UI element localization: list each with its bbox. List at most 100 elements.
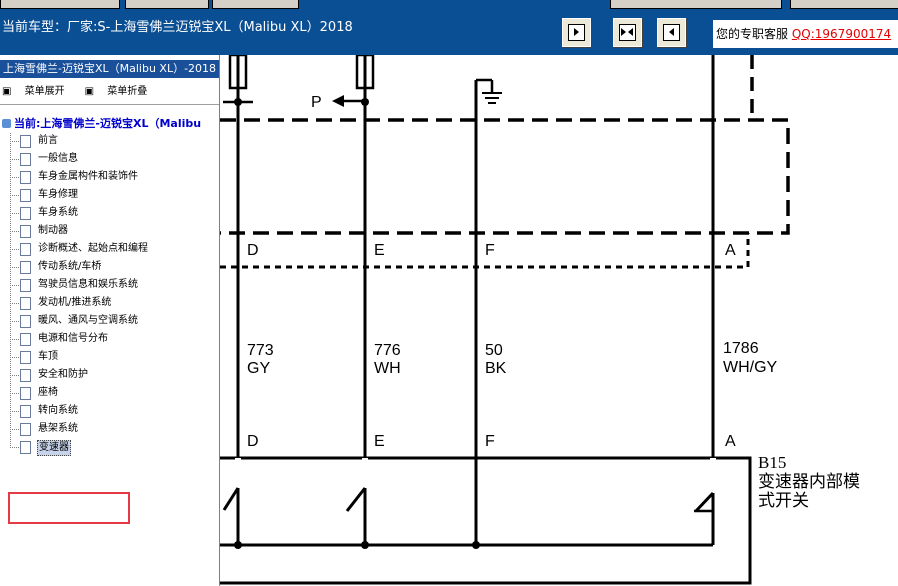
document-icon	[20, 135, 31, 148]
module-connector-outline	[220, 233, 750, 269]
fit-page-button[interactable]	[613, 18, 642, 47]
tree-item-label: 诊断概述、起始点和编程	[38, 243, 148, 254]
wire-circuit-776: 776	[374, 342, 401, 359]
p-label: P	[311, 94, 322, 111]
tree-connector	[10, 159, 19, 160]
current-model-label: 当前车型：厂家:S-上海雪佛兰迈锐宝XL（Malibu XL）2018	[2, 16, 353, 35]
wire-color-gy: GY	[247, 360, 270, 377]
document-icon	[20, 189, 31, 202]
bus-dot-e	[361, 541, 369, 549]
bottom-pin-f: F	[485, 433, 495, 450]
tree-connector	[10, 195, 19, 196]
tree-item-label: 安全和防护	[38, 369, 88, 380]
component-box-b15	[220, 456, 752, 585]
support-contact: 您的专职客服 QQ:1967900174	[713, 20, 898, 48]
tree-item-label: 座椅	[38, 387, 58, 398]
tree-item-label: 传动系统/车桥	[38, 261, 102, 272]
bus-dot-d	[234, 541, 242, 549]
top-pin-e: E	[374, 242, 385, 259]
top-tab-1[interactable]	[0, 0, 120, 9]
wire-color-bk: BK	[485, 360, 507, 377]
tree-connector	[10, 231, 19, 232]
document-icon	[20, 261, 31, 274]
top-tab-5[interactable]	[790, 0, 898, 9]
bottom-pin-d: D	[247, 433, 259, 450]
tree-connector	[10, 321, 19, 322]
tree-connector	[10, 447, 19, 448]
switch-a-icon	[694, 458, 716, 513]
document-icon	[20, 441, 31, 454]
tree-item-label: 车身金属构件和装饰件	[38, 171, 138, 182]
document-icon	[20, 315, 31, 328]
component-id: B15	[758, 453, 786, 472]
bottom-pin-e: E	[374, 433, 385, 450]
tree-connector	[10, 411, 19, 412]
tree-connector	[10, 357, 19, 358]
tree-item-label: 暖风、通风与空调系统	[38, 315, 138, 326]
tree-connector	[10, 285, 19, 286]
component-name-line1: 变速器内部模	[758, 472, 860, 491]
tree-connector	[10, 339, 19, 340]
document-icon	[20, 225, 31, 238]
document-icon	[20, 387, 31, 400]
sidebar-controls: ▣ 菜单展开 ▣ 菜单折叠	[2, 82, 167, 97]
wire-circuit-773: 773	[247, 342, 274, 359]
top-tab-3[interactable]	[212, 0, 299, 9]
document-icon	[20, 297, 31, 310]
selection-highlight-box	[8, 492, 130, 524]
tree-item-label: 变速器	[37, 440, 71, 456]
current-model-prefix: 当前车型：	[2, 20, 68, 35]
menu-collapse-label: 菜单折叠	[107, 86, 148, 97]
next-page-button[interactable]	[562, 18, 591, 47]
top-tab-2[interactable]	[125, 0, 209, 9]
menu-expand-label: 菜单展开	[24, 86, 65, 97]
top-bar: 当前车型：厂家:S-上海雪佛兰迈锐宝XL（Malibu XL）2018 您的专职…	[0, 0, 898, 55]
tree-item-label: 悬架系统	[38, 423, 78, 434]
tree-connector	[10, 303, 19, 304]
wiring-diagram: P D E F A 773 GY 776 WH 50 BK 1786 WH/GY…	[220, 55, 898, 586]
switch-d-icon	[222, 458, 241, 511]
tree-connector-line	[10, 133, 11, 446]
top-pin-a: A	[725, 242, 736, 259]
next-page-icon	[568, 24, 585, 41]
sidebar-divider	[0, 104, 219, 105]
current-model-value: 厂家:S-上海雪佛兰迈锐宝XL（Malibu XL）2018	[67, 20, 353, 35]
bus-dot-f	[472, 541, 480, 549]
menu-collapse-button[interactable]: ▣ 菜单折叠	[85, 86, 158, 97]
tree-item-label: 车身系统	[38, 207, 78, 218]
document-icon	[20, 369, 31, 382]
harness-connector-outline	[220, 118, 790, 235]
document-icon	[20, 333, 31, 346]
tree-item-label: 车身修理	[38, 189, 78, 200]
bottom-pin-a: A	[725, 433, 736, 450]
tree-item-label: 发动机/推进系统	[38, 297, 112, 308]
tree-item-label: 驾驶员信息和娱乐系统	[38, 279, 138, 290]
tree-connector	[10, 141, 19, 142]
document-icon	[20, 153, 31, 166]
document-icon	[20, 351, 31, 364]
tree-root[interactable]: 当前:上海雪佛兰-迈锐宝XL（Malibu	[2, 115, 201, 131]
tree-item-label: 前言	[38, 135, 58, 146]
menu-collapse-icon: ▣	[84, 86, 95, 97]
tree-root-label: 当前:上海雪佛兰-迈锐宝XL（Malibu	[14, 117, 202, 130]
top-tab-4[interactable]	[610, 0, 782, 9]
document-icon	[20, 423, 31, 436]
wire-color-wh-gy: WH/GY	[723, 359, 778, 376]
switch-e-icon	[345, 458, 368, 512]
menu-expand-button[interactable]: ▣ 菜单展开	[2, 86, 75, 97]
top-pin-f: F	[485, 242, 495, 259]
support-text: 您的专职客服	[716, 27, 789, 41]
tree-item-label: 制动器	[38, 225, 68, 236]
tree-connector	[10, 375, 19, 376]
prev-page-button[interactable]	[657, 18, 686, 47]
document-icon	[20, 207, 31, 220]
tree-item-label: 车顶	[38, 351, 58, 362]
document-icon	[20, 171, 31, 184]
fit-page-icon	[619, 24, 636, 41]
tree-connector	[10, 267, 19, 268]
tree-connector	[10, 249, 19, 250]
p-arrow-icon	[332, 95, 344, 107]
support-qq-link[interactable]: QQ:1967900174	[791, 27, 892, 41]
sidebar: 上海雪佛兰-迈锐宝XL（Malibu XL）-2018 ▣ 菜单展开▣ 菜单折叠…	[0, 55, 220, 586]
wire-circuit-1786: 1786	[723, 340, 759, 357]
